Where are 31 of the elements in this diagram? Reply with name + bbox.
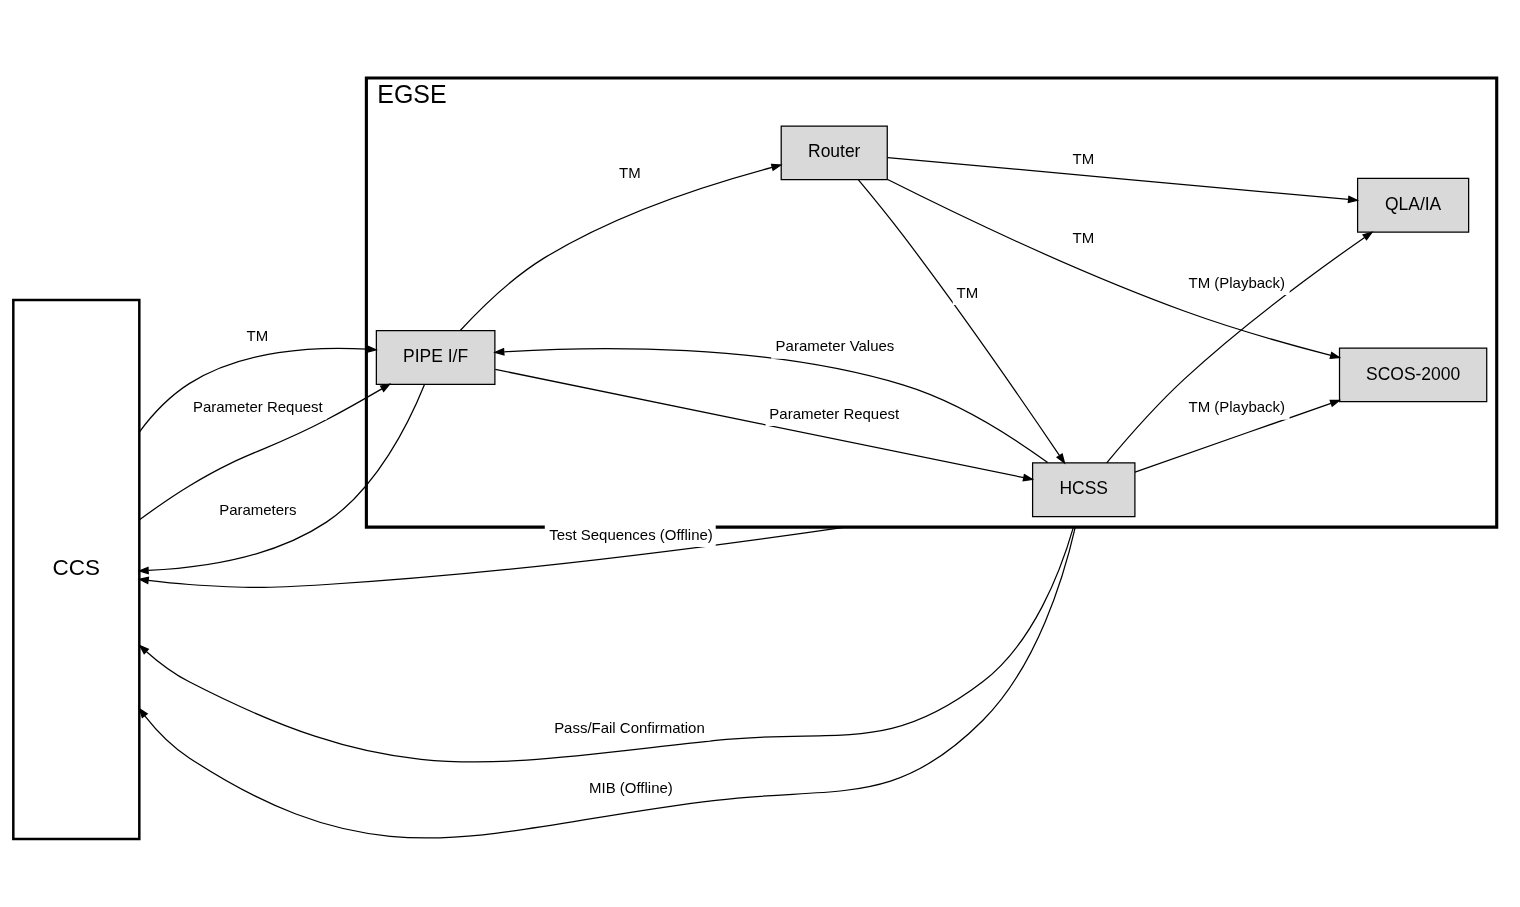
- edge-label: Parameter Values: [775, 337, 895, 355]
- arrow: [138, 526, 1075, 763]
- edge-label: TM (Playback): [1188, 273, 1286, 291]
- node-box: PIPE I/F: [375, 330, 496, 385]
- edge-label: TM: [1072, 228, 1095, 246]
- arrow: [493, 347, 1049, 464]
- arrow: [138, 345, 378, 433]
- edge-label: TM (Playback): [1188, 398, 1286, 416]
- edge-label: MIB (Offline): [589, 778, 673, 796]
- node-box: HCSS: [1031, 462, 1136, 518]
- edge-label: Parameters: [219, 500, 297, 518]
- edge-label: TM: [956, 283, 979, 301]
- arrow: [138, 526, 1076, 839]
- arrow: [494, 368, 1035, 482]
- node-box: Router: [780, 125, 888, 181]
- edge-label: Parameter Request: [769, 404, 900, 422]
- arrow: [137, 383, 426, 575]
- arrow: [1106, 231, 1374, 464]
- arrow: [887, 156, 1360, 204]
- arrow: [1134, 399, 1342, 473]
- arrow: [887, 178, 1342, 360]
- edge-label: TM: [619, 163, 641, 181]
- node-box: SCOS-2000: [1338, 347, 1488, 403]
- node-box: QLA/IA: [1356, 177, 1470, 233]
- edge-label: TM: [1072, 150, 1095, 168]
- edge-label: TM: [246, 327, 269, 345]
- edge-label: Parameter Request: [192, 398, 323, 416]
- arrow: [137, 526, 847, 589]
- arrow: [857, 179, 1066, 465]
- edge-label: Pass/Fail Confirmation: [554, 719, 705, 737]
- node-box: CCS: [12, 298, 141, 841]
